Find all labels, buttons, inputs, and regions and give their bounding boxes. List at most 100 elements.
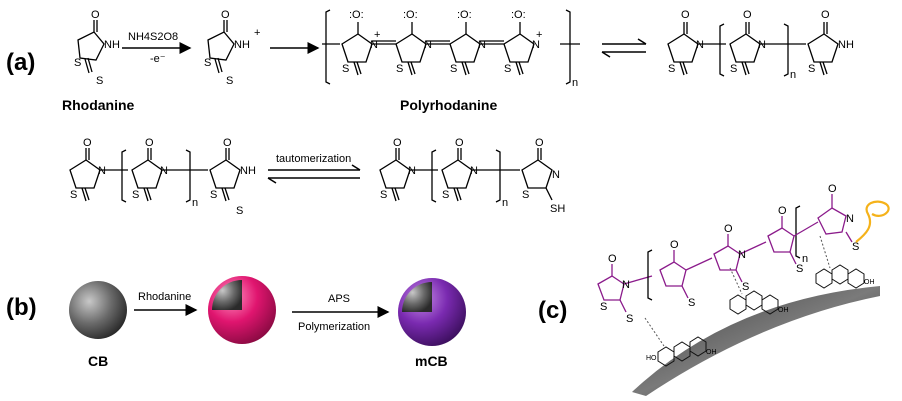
rhodanine-name: Rhodanine <box>62 97 135 113</box>
poly-c-n-sub: n <box>802 253 808 265</box>
polyrhodanine-chain <box>322 9 580 85</box>
chain-o2: :O: <box>403 9 418 21</box>
poly-c-o4: O <box>778 205 787 217</box>
taut-r-o1: O <box>393 137 402 149</box>
panel-b-label: (b) <box>6 294 37 321</box>
taut-l-s1: S <box>70 189 77 201</box>
poly-c-o2: O <box>670 239 679 251</box>
taut-l-s2: S <box>132 189 139 201</box>
cation-plus: + <box>254 27 260 39</box>
neutral-s2: S <box>730 63 737 75</box>
chain-o4: :O: <box>511 9 526 21</box>
h-bond-lines <box>644 235 831 347</box>
taut-l-nh: NH <box>240 165 256 177</box>
poly-c-o1: O <box>608 253 617 265</box>
cation-s2: S <box>226 75 233 87</box>
poly-c-s3: S <box>688 297 695 309</box>
oh-label-3: OH <box>778 307 789 314</box>
poly-c-o3: O <box>724 223 733 235</box>
mcb-label: mCB <box>415 353 448 369</box>
chain-n-subscript: n <box>572 77 578 89</box>
chain-n2: N <box>424 39 432 51</box>
chain-n4: N <box>532 39 540 51</box>
poly-c-n1: N <box>622 279 630 291</box>
pink-coated-sphere <box>208 276 276 344</box>
chain-n3: N <box>478 39 486 51</box>
poly-c-n2: N <box>738 249 746 261</box>
taut-r-s2: S <box>442 189 449 201</box>
mcb-sphere <box>398 278 466 346</box>
poly-c-s6: S <box>852 241 859 253</box>
poly-c-s1: S <box>600 301 607 313</box>
chain-s4: S <box>504 63 511 75</box>
panel-a-label: (a) <box>6 49 35 76</box>
neutral-n1: N <box>696 39 704 51</box>
rhodanine-o: O <box>91 9 100 21</box>
cb-label: CB <box>88 353 108 369</box>
taut-l-o2: O <box>145 137 154 149</box>
polyrhodanine-name: Polyrhodanine <box>400 97 497 113</box>
taut-l-s-blue: S <box>236 205 243 217</box>
equilibrium-arrow <box>601 38 647 58</box>
rhodanine-s2: S <box>96 75 103 87</box>
taut-l-n-sub: n <box>192 197 198 209</box>
chain-s3: S <box>450 63 457 75</box>
taut-l-o1: O <box>83 137 92 149</box>
electron-label: -e⁻ <box>150 53 166 65</box>
chain-plus2: + <box>536 29 542 41</box>
oh-label-1: HO <box>646 355 657 362</box>
neutral-s3: S <box>808 63 815 75</box>
tautomerization-arrow <box>267 164 361 184</box>
tautomer-left <box>69 148 241 203</box>
taut-r-s3: S <box>522 189 529 201</box>
purple-polymer-chain <box>597 194 853 313</box>
chain-s2: S <box>396 63 403 75</box>
tautomer-right <box>379 148 553 203</box>
neutral-n2: N <box>758 39 766 51</box>
neutral-o2: O <box>743 9 752 21</box>
taut-r-n-sub: n <box>502 197 508 209</box>
neutral-nh: NH <box>838 39 854 51</box>
poly-c-s5: S <box>796 263 803 275</box>
cation-nh: NH <box>234 39 250 51</box>
rhodanine-molecule <box>77 20 105 74</box>
taut-l-n1: N <box>98 165 106 177</box>
radical-cation-molecule <box>207 20 235 74</box>
taut-r-o2: O <box>455 137 464 149</box>
taut-r-n-red: N <box>552 169 560 181</box>
rhodanine-nh: NH <box>104 39 120 51</box>
neutral-n-subscript: n <box>790 69 796 81</box>
taut-l-s3: S <box>210 189 217 201</box>
cb-sphere <box>69 281 127 339</box>
chain-o3: :O: <box>457 9 472 21</box>
poly-c-s4: S <box>742 281 749 293</box>
chain-plus1: + <box>374 29 380 41</box>
polymerization-label: Polymerization <box>298 321 370 333</box>
taut-r-sh: SH <box>550 203 565 215</box>
taut-l-n2: N <box>160 165 168 177</box>
chain-n1: N <box>370 39 378 51</box>
yellow-tail <box>855 200 890 243</box>
neutral-s1: S <box>668 63 675 75</box>
oh-label-2: OH <box>706 349 717 356</box>
taut-r-n2: N <box>470 165 478 177</box>
taut-r-o3: O <box>535 137 544 149</box>
panel-c-label: (c) <box>538 297 567 324</box>
cation-s1: S <box>204 57 211 69</box>
rhodanine-step-label: Rhodanine <box>138 291 191 303</box>
graphitic-domains <box>657 264 865 367</box>
oh-label-4: OH <box>864 279 875 286</box>
tautomerization-label: tautomerization <box>276 153 351 165</box>
taut-r-s1: S <box>380 189 387 201</box>
chain-s1: S <box>342 63 349 75</box>
taut-l-o3: O <box>223 137 232 149</box>
neutral-polyrhodanine <box>667 22 839 77</box>
aps-label: APS <box>328 293 350 305</box>
taut-r-n1: N <box>408 165 416 177</box>
oxidant-label: NH4S2O8 <box>128 31 178 43</box>
poly-c-n3: N <box>846 213 854 225</box>
rhodanine-s1: S <box>74 57 81 69</box>
neutral-o3: O <box>821 9 830 21</box>
poly-c-o5: O <box>828 183 837 195</box>
poly-c-s2: S <box>626 313 633 325</box>
